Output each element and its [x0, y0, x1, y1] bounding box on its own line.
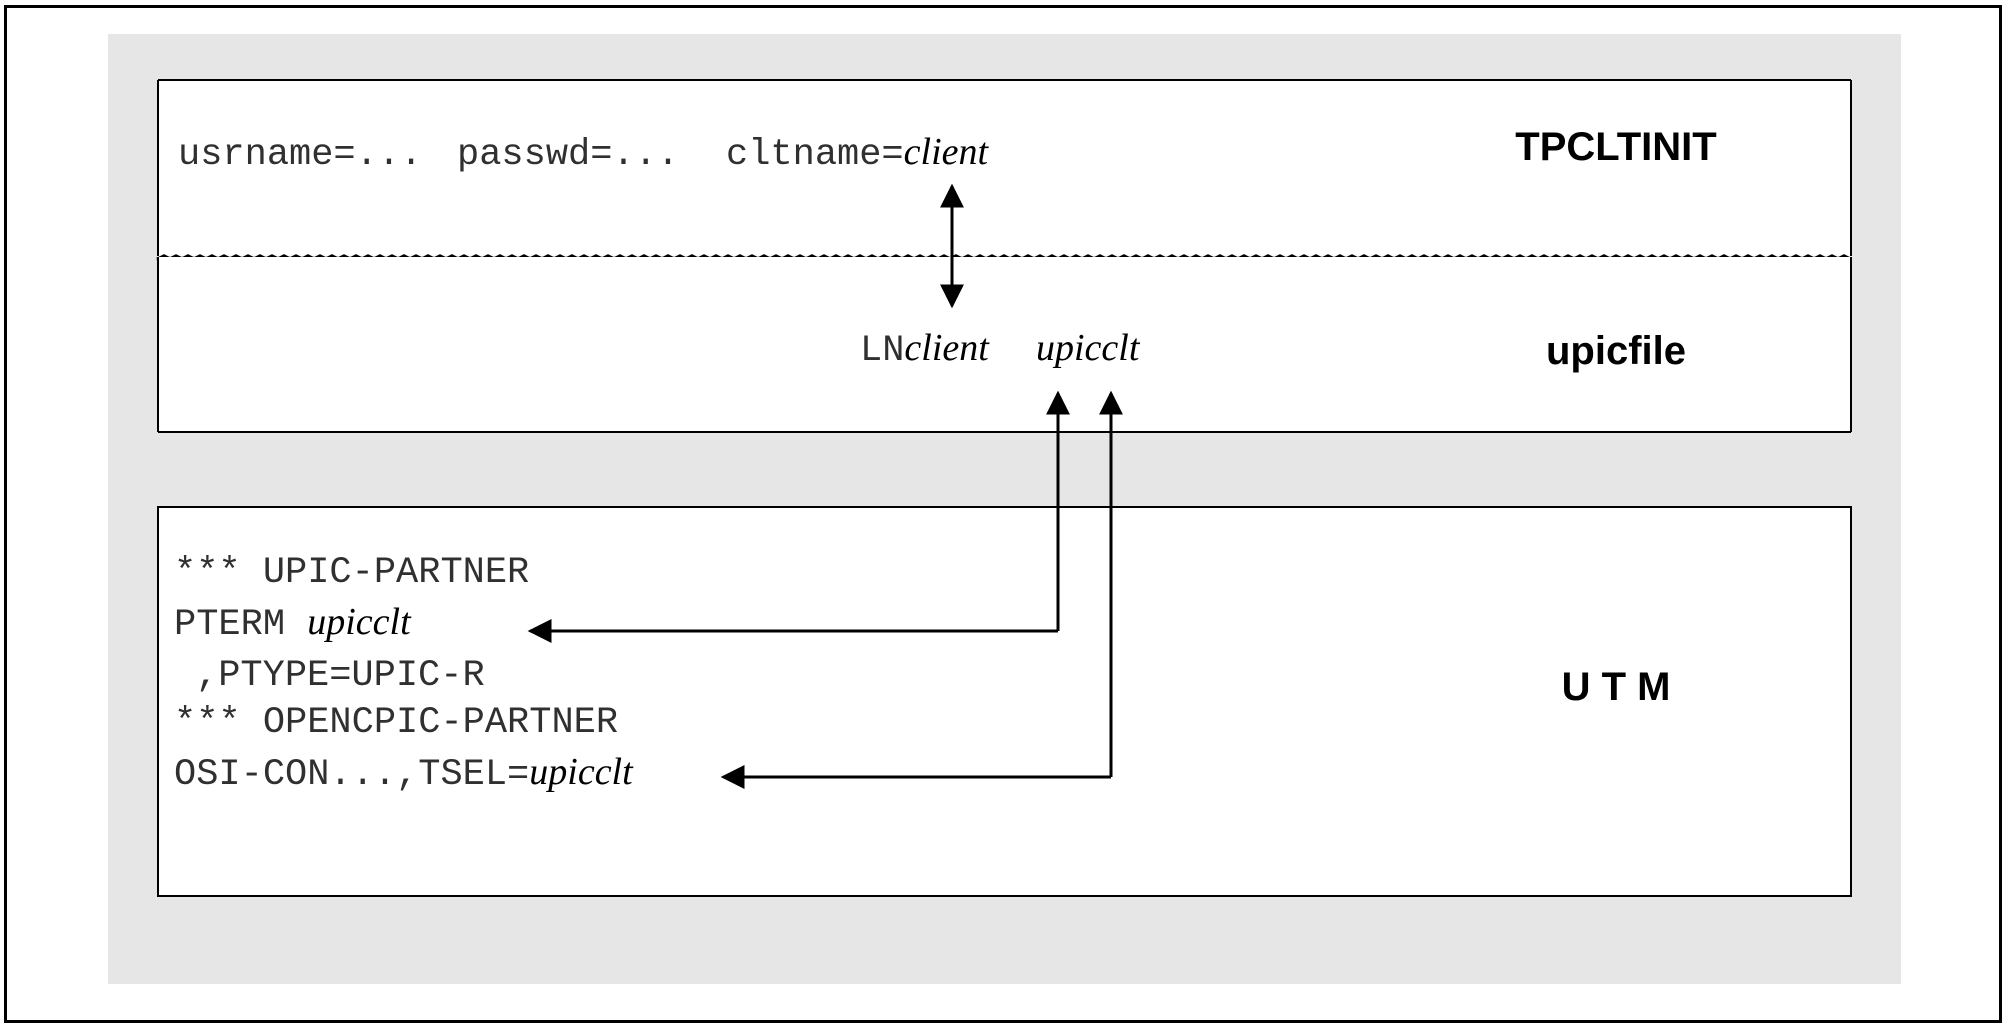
- pterm-value: upicclt: [307, 601, 412, 643]
- upicfile-label: upicfile: [1546, 329, 1686, 373]
- utm-label: U T M: [1562, 665, 1671, 709]
- pterm-line: PTERM upicclt: [174, 601, 412, 646]
- comment-opencpic-partner: *** OPENCPIC-PARTNER: [174, 702, 618, 744]
- tpcltinit-box: [158, 80, 1851, 256]
- upicfile-box: [158, 257, 1851, 432]
- osi-con-line: OSI-CON...,TSEL=upicclt: [174, 751, 634, 796]
- ln-prefix: LN: [860, 330, 904, 372]
- ln-client-value: client: [904, 327, 990, 369]
- tpcltinit-panel: usrname=... passwd=... cltname=client TP…: [157, 79, 1852, 256]
- upicfile-panel: LNclient upicclt upicfile: [157, 257, 1852, 433]
- connection-arrows: [527, 183, 1123, 789]
- ln-client-entry: LNclient: [860, 327, 990, 372]
- upicfile-partner-name: upicclt: [1036, 327, 1141, 369]
- tpcltinit-label: TPCLTINIT: [1515, 125, 1716, 169]
- ptype-line: ,PTYPE=UPIC-R: [196, 655, 485, 697]
- cltname-value: client: [904, 131, 990, 173]
- usrname-param: usrname=...: [178, 134, 422, 176]
- passwd-param: passwd=...: [457, 134, 679, 176]
- cltname-param: cltname=client: [726, 131, 989, 176]
- pterm-key: PTERM: [174, 604, 307, 646]
- comment-upic-partner: *** UPIC-PARTNER: [174, 552, 529, 594]
- osi-con-value: upicclt: [529, 751, 634, 793]
- utm-panel: *** UPIC-PARTNER PTERM upicclt ,PTYPE=UP…: [157, 506, 1852, 897]
- osi-con-key: OSI-CON...,TSEL=: [174, 754, 529, 796]
- cltname-key: cltname=: [726, 134, 904, 176]
- utm-box: [157, 506, 1852, 897]
